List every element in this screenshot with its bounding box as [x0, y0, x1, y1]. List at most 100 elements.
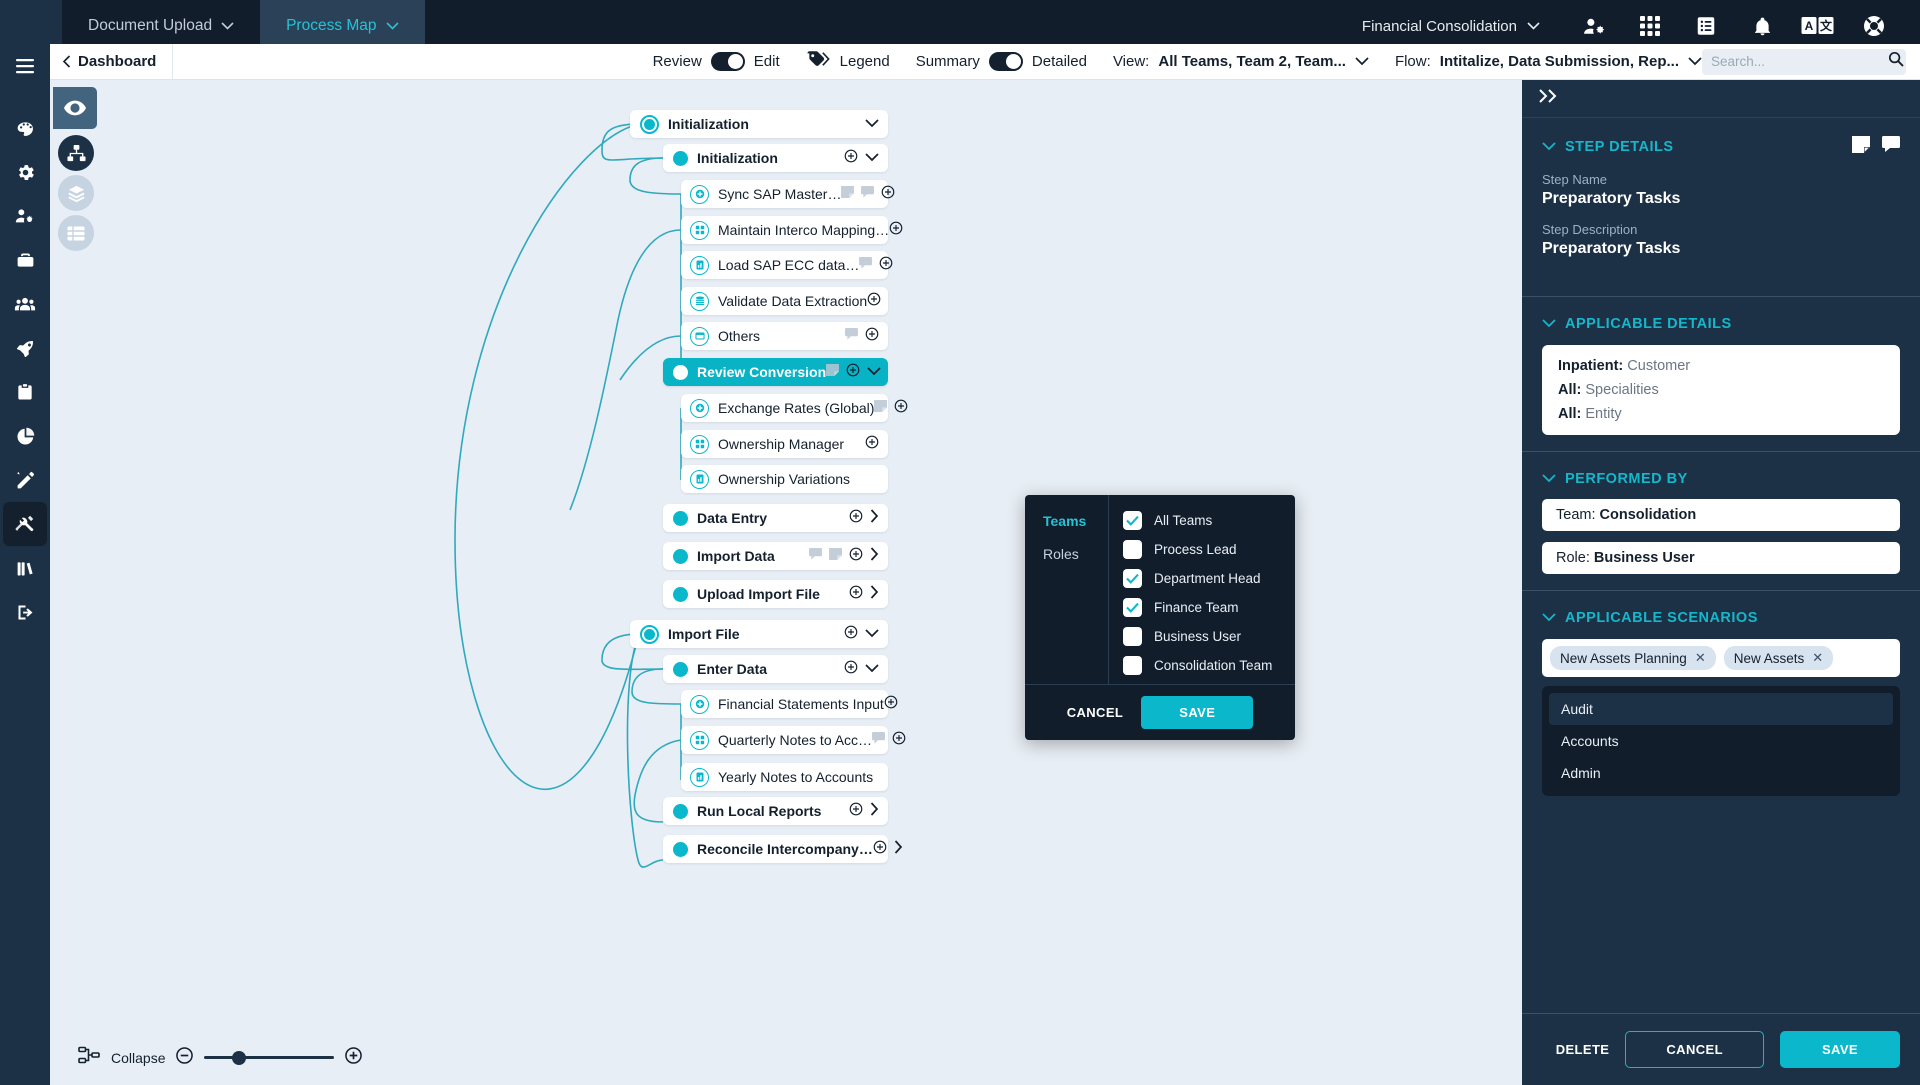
- scenario-chip-field[interactable]: New Assets Planning ✕ New Assets ✕: [1542, 639, 1900, 677]
- note-icon[interactable]: [1852, 136, 1870, 158]
- process-node[interactable]: Ownership Manager: [681, 430, 888, 458]
- process-node[interactable]: Validate Data Extraction: [681, 287, 888, 315]
- add-icon[interactable]: [879, 256, 893, 275]
- comment-icon[interactable]: [859, 256, 873, 274]
- process-node[interactable]: Initialization: [630, 110, 888, 138]
- add-icon[interactable]: [865, 327, 879, 346]
- tab-process-map[interactable]: Process Map: [260, 0, 425, 52]
- add-icon[interactable]: [849, 547, 863, 566]
- chevron-down-icon[interactable]: [1542, 138, 1556, 156]
- process-node[interactable]: Load SAP ECC data…: [681, 251, 893, 279]
- flow-selector[interactable]: Flow: Intitalize, Data Submission, Rep..…: [1395, 53, 1702, 70]
- user-settings-icon[interactable]: [1566, 0, 1622, 52]
- checkbox[interactable]: [1123, 656, 1142, 675]
- add-icon[interactable]: [844, 625, 858, 644]
- scenario-option[interactable]: Accounts: [1561, 733, 1619, 749]
- chevron-down-icon[interactable]: [865, 660, 879, 678]
- add-icon[interactable]: [873, 840, 887, 859]
- design-tools-icon[interactable]: [3, 458, 47, 502]
- books-icon[interactable]: [3, 546, 47, 590]
- org-selector[interactable]: Financial Consolidation: [1336, 18, 1566, 35]
- help-icon[interactable]: [1846, 0, 1902, 52]
- process-node[interactable]: Data Entry: [663, 504, 888, 532]
- chevron-down-icon[interactable]: [1542, 315, 1556, 333]
- process-node[interactable]: Initialization: [663, 144, 888, 172]
- checkbox[interactable]: [1123, 569, 1142, 588]
- rocket-icon[interactable]: [3, 326, 47, 370]
- search-input[interactable]: [1711, 54, 1888, 69]
- apps-grid-icon[interactable]: [1622, 0, 1678, 52]
- modal-cancel-button[interactable]: CANCEL: [1066, 705, 1124, 720]
- briefcase-icon[interactable]: [3, 238, 47, 282]
- tab-document-upload[interactable]: Document Upload: [62, 0, 260, 52]
- layers-icon[interactable]: [58, 175, 94, 211]
- pie-chart-icon[interactable]: [3, 414, 47, 458]
- add-icon[interactable]: [889, 221, 903, 240]
- add-icon[interactable]: [846, 363, 860, 382]
- review-edit-toggle[interactable]: Review Edit: [653, 52, 780, 71]
- team-option-row[interactable]: Department Head: [1123, 569, 1295, 588]
- modal-save-button[interactable]: SAVE: [1141, 696, 1254, 729]
- note-icon[interactable]: [841, 185, 855, 203]
- applicable-scenarios-header[interactable]: APPLICABLE SCENARIOS: [1542, 609, 1900, 627]
- process-node[interactable]: Others: [681, 322, 888, 350]
- legend-button[interactable]: Legend: [806, 50, 890, 73]
- step-details-header[interactable]: STEP DETAILS: [1542, 136, 1900, 158]
- summary-detailed-switch[interactable]: [988, 52, 1023, 71]
- comment-icon[interactable]: [861, 185, 875, 203]
- performed-by-header[interactable]: PERFORMED BY: [1542, 470, 1900, 488]
- chevron-down-icon[interactable]: [865, 625, 879, 643]
- gear-icon[interactable]: [3, 150, 47, 194]
- add-icon[interactable]: [849, 509, 863, 528]
- zoom-slider[interactable]: [204, 1050, 335, 1065]
- checkbox[interactable]: [1123, 627, 1142, 646]
- chevron-right-icon[interactable]: [870, 508, 879, 528]
- scenario-chip[interactable]: New Assets ✕: [1723, 646, 1834, 670]
- add-icon[interactable]: [884, 695, 898, 714]
- process-node[interactable]: Ownership Variations: [681, 465, 888, 493]
- add-icon[interactable]: [865, 435, 879, 454]
- panel-collapse-button[interactable]: [1522, 80, 1920, 118]
- chevron-right-icon[interactable]: [870, 584, 879, 604]
- team-option-row[interactable]: All Teams: [1123, 511, 1295, 530]
- team-option-row[interactable]: Process Lead: [1123, 540, 1295, 559]
- people-icon[interactable]: [3, 282, 47, 326]
- add-icon[interactable]: [849, 585, 863, 604]
- user-gear-icon[interactable]: [3, 194, 47, 238]
- chevron-down-icon[interactable]: [867, 363, 881, 381]
- clipboard-icon[interactable]: [3, 370, 47, 414]
- dashboard-back-button[interactable]: Dashboard: [50, 43, 174, 80]
- add-icon[interactable]: [849, 802, 863, 821]
- checkbox[interactable]: [1123, 511, 1142, 530]
- applicable-details-header[interactable]: APPLICABLE DETAILS: [1542, 315, 1900, 333]
- close-icon[interactable]: ✕: [1694, 650, 1706, 665]
- collapse-icon[interactable]: [78, 1046, 100, 1069]
- team-option-row[interactable]: Business User: [1123, 627, 1295, 646]
- bell-icon[interactable]: [1734, 0, 1790, 52]
- process-node[interactable]: Financial Statements Input: [681, 690, 898, 718]
- scenario-option[interactable]: Audit: [1549, 693, 1893, 725]
- process-node[interactable]: Reconcile Intercompany…: [663, 835, 902, 863]
- comment-icon[interactable]: [845, 327, 858, 345]
- chevron-right-icon[interactable]: [870, 801, 879, 821]
- process-node[interactable]: Yearly Notes to Accounts: [681, 763, 888, 791]
- add-icon[interactable]: [894, 399, 908, 418]
- hierarchy-icon[interactable]: [58, 135, 94, 171]
- process-node[interactable]: Quarterly Notes to Acc…: [681, 726, 906, 754]
- modal-tab-roles[interactable]: Roles: [1043, 546, 1079, 562]
- zoom-out-icon[interactable]: [176, 1046, 194, 1069]
- chevron-down-icon[interactable]: [865, 115, 879, 133]
- checkbox[interactable]: [1123, 598, 1142, 617]
- team-option-row[interactable]: Consolidation Team: [1123, 656, 1295, 675]
- process-node[interactable]: Maintain Interco Mapping…: [681, 216, 903, 244]
- comment-icon[interactable]: [1882, 136, 1900, 158]
- zoom-slider-handle[interactable]: [232, 1050, 247, 1065]
- cancel-button[interactable]: CANCEL: [1625, 1031, 1764, 1068]
- summary-detailed-toggle[interactable]: Summary Detailed: [916, 52, 1087, 71]
- process-node[interactable]: Run Local Reports: [663, 797, 888, 825]
- wrench-tools-icon[interactable]: [3, 502, 47, 546]
- menu-icon[interactable]: [3, 44, 47, 88]
- performed-by-role-field[interactable]: Role: Business User: [1542, 542, 1900, 574]
- process-node[interactable]: Review Conversion: [663, 358, 888, 386]
